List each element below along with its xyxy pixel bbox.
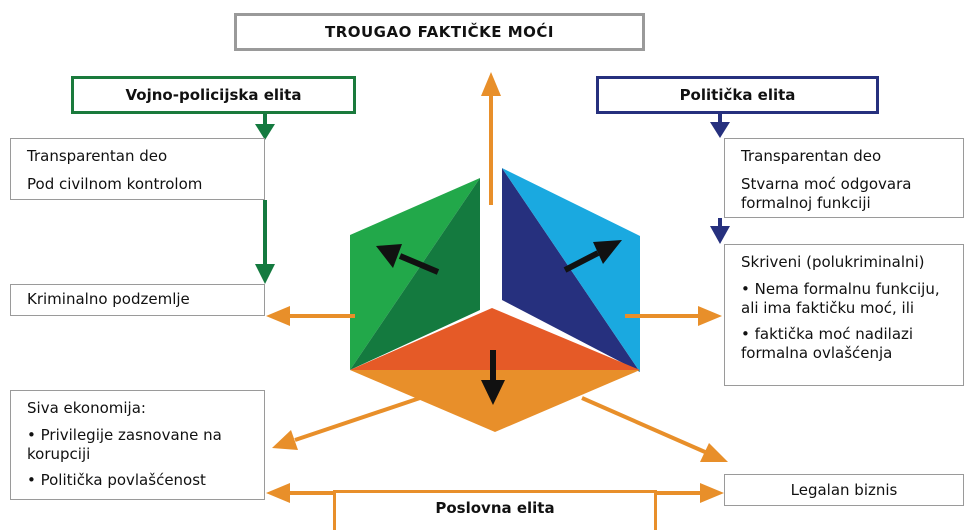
gray-item-1: • Privilegije zasnovane na korupciji [27, 425, 222, 463]
gray-economy-title: Siva ekonomija: [27, 399, 146, 417]
orange-arrow-bottom-left [266, 483, 333, 503]
left-transparent-desc: Pod civilnom kontrolom [27, 174, 203, 193]
green-arrow-1 [255, 114, 275, 140]
green-arrow-2 [255, 200, 275, 284]
navy-arrow-1 [710, 114, 730, 138]
orange-red-face [350, 308, 640, 370]
left-transparent-box: Transparentan deo Pod civilnom kontrolom [10, 138, 265, 200]
legal-business-box: Legalan biznis [724, 474, 964, 506]
orange-arrow-bottom-right [657, 483, 724, 503]
black-arrow-blue [563, 240, 622, 273]
gray-economy-box: Siva ekonomija: • Privilegije zasnovane … [10, 390, 265, 500]
underworld-label: Kriminalno podzemlje [27, 290, 190, 308]
legal-business-label: Legalan biznis [790, 480, 898, 499]
military-elite-label: Vojno-policijska elita [71, 76, 356, 114]
black-arrow-down [481, 350, 505, 405]
hidden-item-2: • faktička moć nadilazi formalna ovlašće… [741, 325, 914, 362]
navy-arrow-2 [710, 218, 730, 244]
orange-face [350, 370, 640, 432]
business-elite-label: Poslovna elita [333, 490, 657, 530]
political-elite-label: Politička elita [596, 76, 879, 114]
orange-arrow-down-right [581, 396, 728, 462]
hidden-title: Skriveni (polukriminalni) [741, 253, 925, 271]
orange-arrow-down-left [272, 396, 421, 450]
orange-arrow-up [481, 72, 501, 205]
right-transparent-desc: Stvarna moć odgovara formalnoj funkciji [741, 174, 912, 212]
business-elite-text: Poslovna elita [435, 499, 555, 518]
green-face-dark [350, 178, 480, 370]
left-transparent-title: Transparentan deo [27, 147, 168, 165]
right-transparent-box: Transparentan deo Stvarna moć odgovara f… [724, 138, 964, 218]
orange-arrow-left [266, 306, 355, 326]
gray-item-2: • Politička povlašćenost [27, 471, 206, 490]
diagram-title: TROUGAO FAKTIČKE MOĆI [234, 13, 645, 51]
hidden-box: Skriveni (polukriminalni) • Nema formaln… [724, 244, 964, 386]
orange-arrow-right [625, 306, 722, 326]
underworld-box: Kriminalno podzemlje [10, 284, 265, 316]
right-transparent-title: Transparentan deo [741, 147, 882, 165]
hidden-item-1: • Nema formalnu funkciju, ali ima faktič… [741, 279, 940, 317]
black-arrow-green [376, 244, 440, 275]
